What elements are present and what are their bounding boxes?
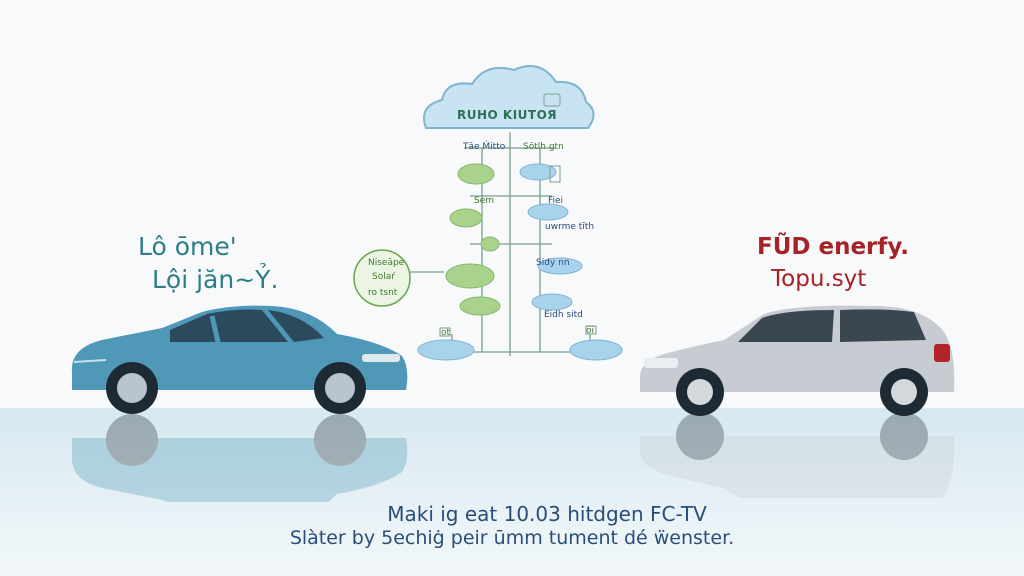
left-heading-line2: Lội jăn~Ỷ. <box>152 265 279 294</box>
main-cloud <box>423 65 595 129</box>
circle-label: Solaŕ <box>372 272 395 282</box>
small-icon-boxes <box>439 93 597 337</box>
diagram-label: Eidh sitd <box>544 310 583 320</box>
solar-circle <box>353 249 411 307</box>
circle-label: Niseāpe <box>368 258 405 268</box>
diagram-label: Sōtlh gtn <box>523 142 564 152</box>
caption-line1: Maki ig eat 10.03 hitdgen FC-TV <box>387 502 707 526</box>
blue-car-reflection <box>71 414 408 502</box>
diagram-label: uwrme tīth <box>545 222 595 232</box>
silver-hatchback-car <box>639 305 955 416</box>
blue-clouds <box>417 163 623 361</box>
right-heading-line1: FŨD enerfy. <box>757 234 910 260</box>
diagram-connector-lines <box>410 132 600 356</box>
diagram-label: Tāe Ḿitto <box>463 142 506 152</box>
silver-car-reflection <box>639 412 955 498</box>
caption-line2: Slàter by 5echiġ peir ūmm tument dé ẅens… <box>289 527 735 549</box>
circle-label: ro tsnt <box>368 288 398 298</box>
right-heading-line2: Topu.syt <box>771 266 867 292</box>
diagram-label: Sidy nn <box>536 258 570 268</box>
diagram-label: Sem <box>474 196 495 206</box>
reflective-floor <box>0 408 1024 576</box>
diagram-label: ōī <box>586 326 595 336</box>
diagram-label: Fiei <box>548 196 564 206</box>
cloud-title: RUHO KIUTOЯ <box>457 108 558 122</box>
blue-sedan-car <box>71 305 408 414</box>
green-clouds <box>445 163 501 316</box>
left-heading-line1: Lô ōme' <box>138 232 237 261</box>
diagram-label: ot <box>441 328 451 338</box>
